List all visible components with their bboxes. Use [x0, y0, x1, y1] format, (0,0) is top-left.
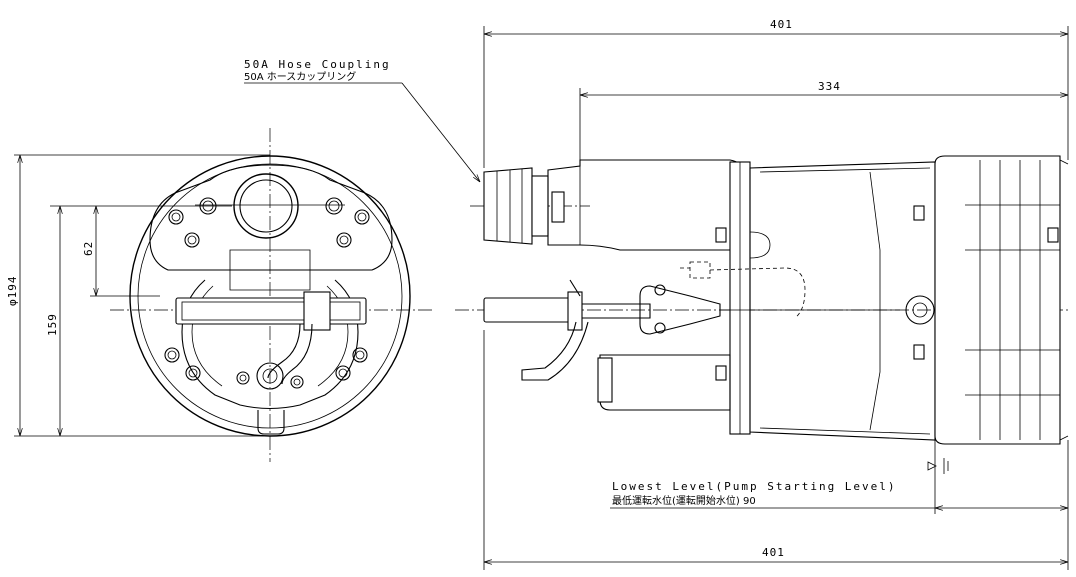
outlet-circle [233, 173, 299, 239]
lowest-level-label-en: Lowest Level(Pump Starting Level) [612, 480, 897, 493]
side-view [455, 155, 1070, 514]
overall-length-top-label: 401 [770, 18, 793, 31]
hose-coupling-label-jp: 50A ホースカップリング [244, 70, 356, 83]
float-switch [905, 295, 935, 325]
cooling-fins [965, 159, 1069, 441]
diameter-label: φ194 [6, 276, 19, 307]
hose-coupling-label-en: 50A Hose Coupling [244, 58, 391, 71]
front-view [110, 128, 432, 462]
body-length-label: 334 [818, 80, 841, 93]
outlet-height-label: 159 [46, 313, 59, 336]
motor-head [934, 155, 1061, 445]
outlet-offset-label: 62 [82, 241, 95, 256]
bolt-group [164, 197, 370, 389]
hose-coupling [483, 167, 533, 245]
overall-length-bottom-label: 401 [762, 546, 785, 559]
lowest-level-label-jp: 最低運転水位(運転開始水位) 90 [612, 494, 756, 507]
annotations: 50A Hose Coupling 50A ホースカップリング Lowest L… [244, 58, 897, 507]
front-view-dimensions: φ194 159 62 [6, 154, 270, 437]
side-view-dimensions: 401 334 401 [483, 18, 1069, 570]
